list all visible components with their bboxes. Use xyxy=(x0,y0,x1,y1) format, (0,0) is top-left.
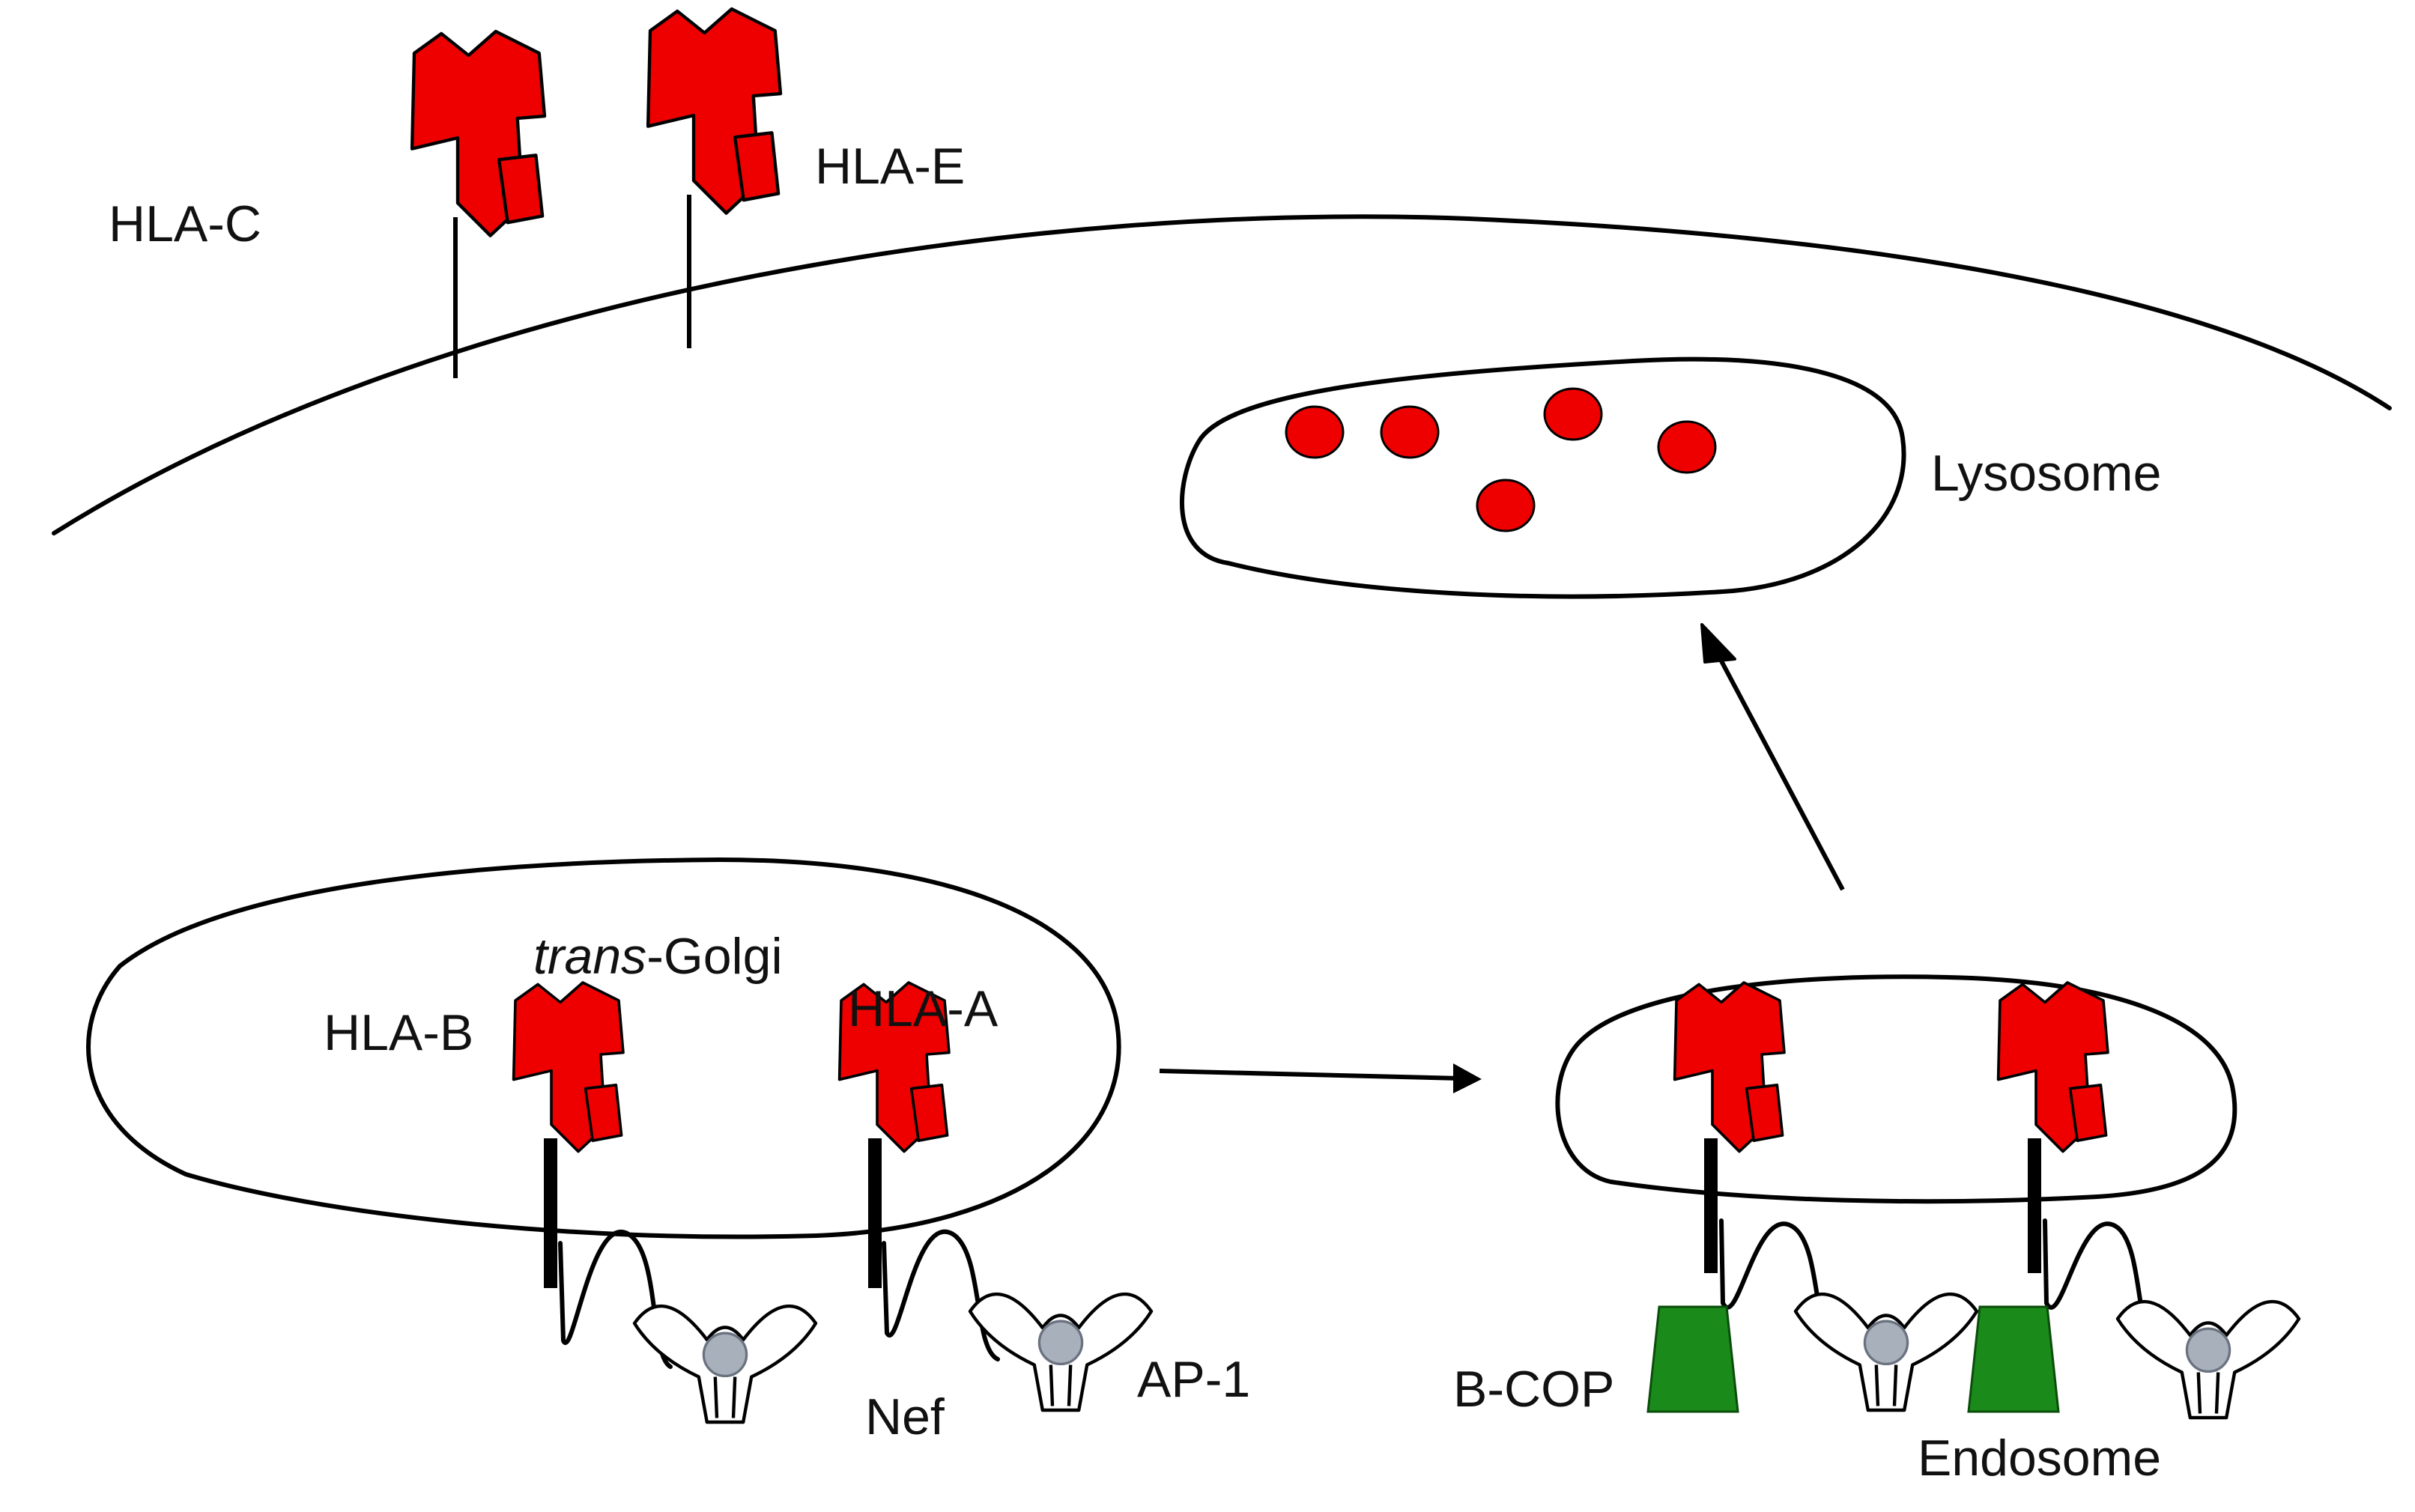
label-endosome: Endosome xyxy=(1918,1430,2161,1487)
label-trans-golgi-italic: trans xyxy=(533,928,646,985)
ap1-adaptor-golgi-2 xyxy=(970,1294,1151,1410)
hla-b-molecule xyxy=(512,981,625,1288)
label-trans-golgi-rest: -Golgi xyxy=(646,928,782,985)
label-hla-b: HLA-B xyxy=(324,1004,473,1061)
hla-c-molecule xyxy=(412,31,545,378)
label-hla-c: HLA-C xyxy=(109,195,261,252)
endosome-hla-molecule-1 xyxy=(1673,981,1786,1273)
endosome-hla-molecule-2 xyxy=(1996,981,2109,1273)
plasma-membrane xyxy=(52,214,2392,535)
ap1-adaptor-endosome-1 xyxy=(1796,1294,1977,1410)
arrow-to-lysosome xyxy=(1700,623,1845,891)
endosome-compartment xyxy=(1555,974,2237,1204)
label-lysosome: Lysosome xyxy=(1931,445,2161,502)
label-trans-golgi: trans-Golgi xyxy=(533,928,783,985)
bcop-coat-2 xyxy=(1967,1305,2060,1413)
label-bcop: B-COP xyxy=(1453,1361,1614,1418)
label-hla-a: HLA-A xyxy=(848,980,999,1037)
ap1-adaptor-golgi-1 xyxy=(634,1306,816,1422)
nef-protein-golgi-2 xyxy=(882,1229,1000,1361)
hla-a-molecule xyxy=(837,981,951,1288)
arrow-to-endosome xyxy=(1159,1063,1482,1093)
hla-e-molecule xyxy=(648,9,781,348)
lysosome-compartment xyxy=(1179,356,1906,599)
lysosome-contents xyxy=(1285,387,1717,532)
label-hla-e: HLA-E xyxy=(815,138,965,195)
ap1-adaptor-endosome-2 xyxy=(2118,1302,2299,1418)
label-ap1: AP-1 xyxy=(1137,1351,1250,1408)
label-nef: Nef xyxy=(865,1388,945,1445)
bcop-coat-1 xyxy=(1646,1305,1739,1413)
